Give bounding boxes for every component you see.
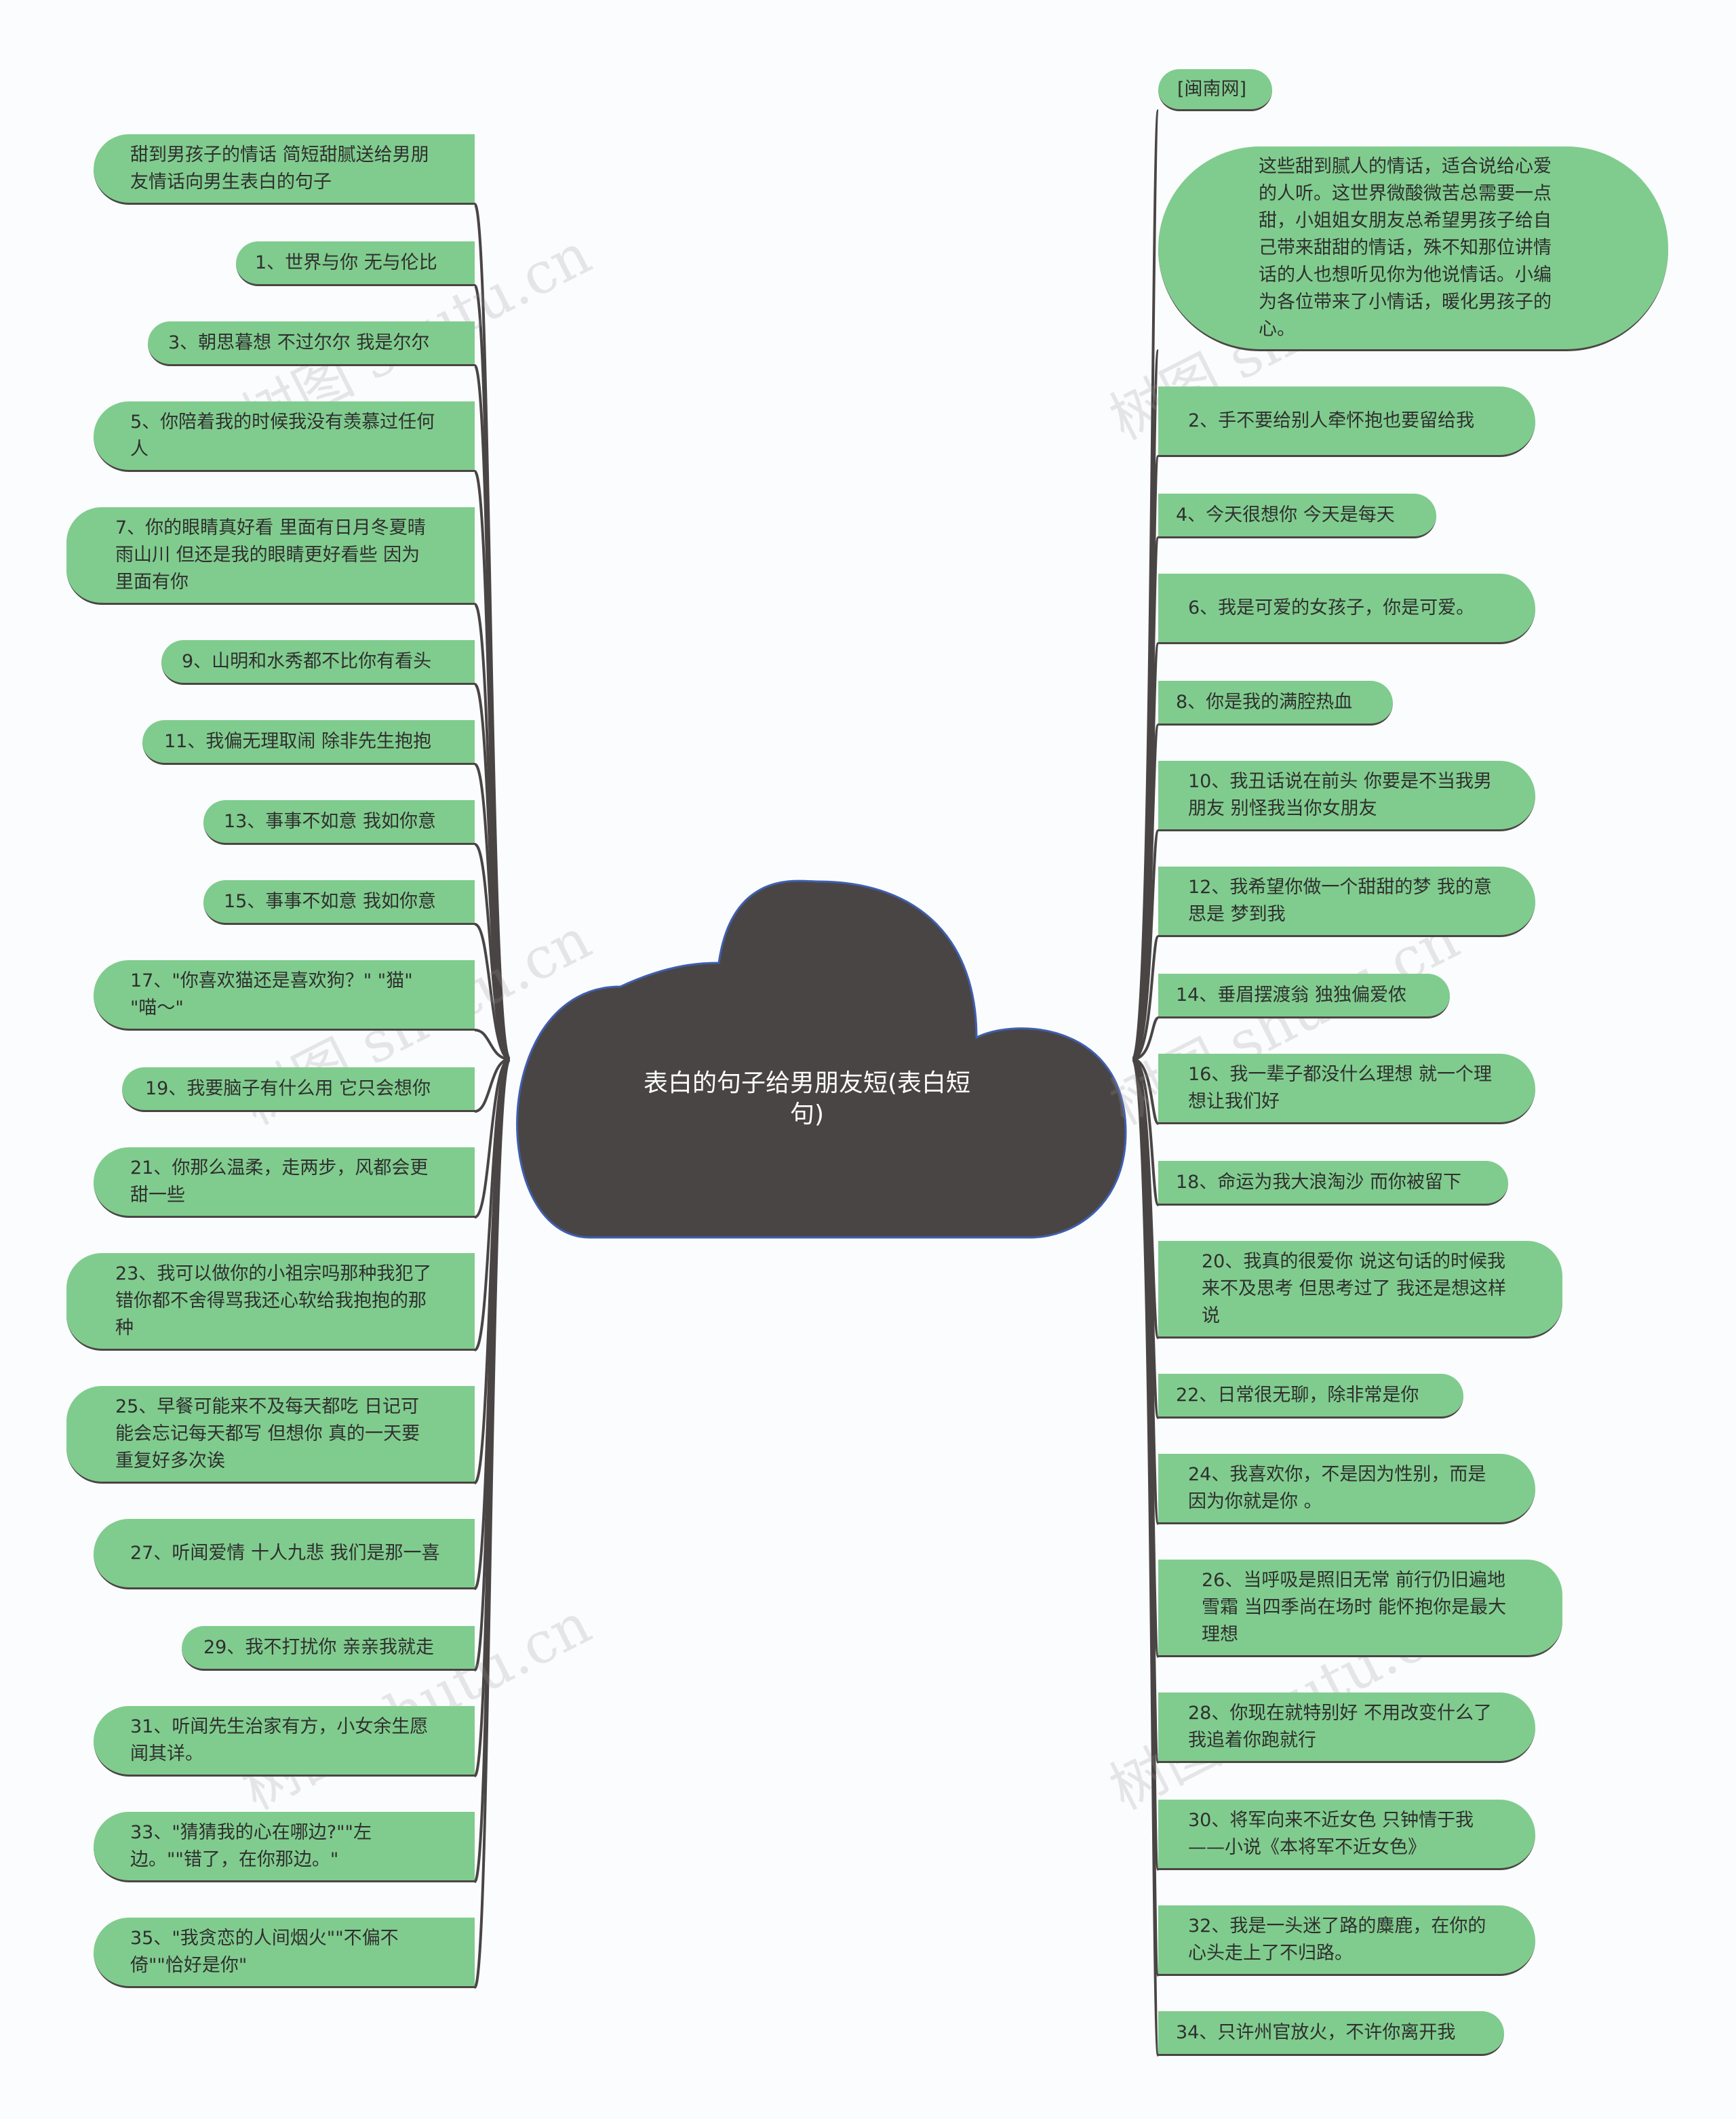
- node-text: 18、命运为我大浪淘沙 而你被留下: [1176, 1171, 1461, 1193]
- node-text: 甜到男孩子的情话 简短甜腻送给男朋友情话向男生表白的句子: [130, 144, 429, 193]
- node-text: 32、我是一头迷了路的麋鹿，在你的心头走上了不归路。: [1188, 1915, 1486, 1964]
- node-text: 23、我可以做你的小祖宗吗那种我犯了错你都不舍得骂我还心软给我抱抱的那种: [115, 1263, 432, 1339]
- node-text: [闽南网]: [1177, 78, 1247, 100]
- center-cloud: [516, 879, 1127, 1239]
- node-text: 21、你那么温柔，走两步，风都会更甜一些: [130, 1157, 429, 1206]
- connector-line: [1132, 935, 1160, 1061]
- node-text: 7、你的眼睛真好看 里面有日月冬夏晴雨山川 但还是我的眼睛更好看些 因为里面有你: [115, 517, 426, 593]
- left-node-1[interactable]: 1、世界与你 无与伦比: [236, 241, 475, 286]
- right-node-8[interactable]: 8、你是我的满腔热血: [1158, 681, 1393, 726]
- node-text: 17、"你喜欢猫还是喜欢狗？" "猫" "喵～": [130, 970, 419, 1018]
- node-text: 20、我真的很爱你 说这句话的时候我来不及思考 但思考过了 我还是想这样说: [1202, 1250, 1507, 1326]
- left-node-23[interactable]: 23、我可以做你的小祖宗吗那种我犯了错你都不舍得骂我还心软给我抱抱的那种: [66, 1253, 475, 1351]
- left-node-intro[interactable]: 甜到男孩子的情话 简短甜腻送给男朋友情话向男生表白的句子: [94, 134, 475, 205]
- right-node-source[interactable]: [闽南网]: [1158, 69, 1272, 111]
- right-node-intro[interactable]: 这些甜到腻人的情话，适合说给心爱的人听。这世界微酸微苦总需要一点甜，小姐姐女朋友…: [1158, 146, 1668, 351]
- right-node-4[interactable]: 4、今天很想你 今天是每天: [1158, 494, 1436, 538]
- left-node-31[interactable]: 31、听闻先生治家有方，小女余生愿闻其详。: [94, 1706, 475, 1777]
- left-node-3[interactable]: 3、朝思暮想 不过尔尔 我是尔尔: [148, 321, 475, 366]
- connector-line: [1132, 1058, 1160, 1206]
- node-text: 3、朝思暮想 不过尔尔 我是尔尔: [168, 332, 430, 353]
- left-node-35[interactable]: 35、"我贪恋的人间烟火""不偏不倚""恰好是你": [94, 1918, 475, 1988]
- connector-line: [1132, 1016, 1159, 1061]
- node-text: 9、山明和水秀都不比你有看头: [182, 650, 432, 672]
- right-node-10[interactable]: 10、我丑话说在前头 你要是不当我男朋友 别怪我当你女朋友: [1158, 761, 1535, 831]
- node-text: 14、垂眉摆渡翁 独独偏爱侬: [1176, 984, 1406, 1006]
- node-text: 8、你是我的满腔热血: [1176, 691, 1353, 713]
- connector-line: [1131, 724, 1160, 1061]
- left-node-21[interactable]: 21、你那么温柔，走两步，风都会更甜一些: [94, 1147, 475, 1218]
- node-text: 11、我偏无理取闹 除非先生抱抱: [164, 730, 431, 752]
- node-text: 25、早餐可能来不及每天都吃 日记可能会忘记每天都写 但想你 真的一天要重复好多…: [115, 1395, 420, 1471]
- node-text: 5、你陪着我的时候我没有羡慕过任何人: [130, 411, 435, 460]
- left-node-25[interactable]: 25、早餐可能来不及每天都吃 日记可能会忘记每天都写 但想你 真的一天要重复好多…: [66, 1386, 475, 1484]
- node-text: 1、世界与你 无与伦比: [255, 252, 437, 273]
- right-node-14[interactable]: 14、垂眉摆渡翁 独独偏爱侬: [1158, 974, 1450, 1018]
- left-node-33[interactable]: 33、"猜猜我的心在哪边?""左边。""错了，在你那边。": [94, 1812, 475, 1882]
- right-node-16[interactable]: 16、我一辈子都没什么理想 就一个理想让我们好: [1158, 1054, 1535, 1124]
- left-node-27[interactable]: 27、听闻爱情 十人九悲 我们是那一喜: [94, 1519, 475, 1589]
- left-node-9[interactable]: 9、山明和水秀都不比你有看头: [161, 640, 475, 685]
- right-node-22[interactable]: 22、日常很无聊，除非常是你: [1158, 1374, 1463, 1419]
- node-text: 31、听闻先生治家有方，小女余生愿闻其详。: [130, 1716, 429, 1764]
- node-text: 35、"我贪恋的人间烟火""不偏不倚""恰好是你": [130, 1927, 399, 1976]
- right-node-34[interactable]: 34、只许州官放火，不许你离开我: [1158, 2011, 1504, 2056]
- node-text: 6、我是可爱的女孩子，你是可爱。: [1188, 597, 1475, 618]
- left-node-5[interactable]: 5、你陪着我的时候我没有羡慕过任何人: [94, 401, 475, 472]
- left-node-29[interactable]: 29、我不打扰你 亲亲我就走: [182, 1626, 475, 1671]
- node-text: 15、事事不如意 我如你意: [224, 890, 436, 912]
- node-text: 2、手不要给别人牵怀抱也要留给我: [1188, 410, 1475, 431]
- left-node-11[interactable]: 11、我偏无理取闹 除非先生抱抱: [142, 720, 475, 765]
- connector-line: [474, 1058, 511, 1113]
- node-text: 这些甜到腻人的情话，适合说给心爱的人听。这世界微酸微苦总需要一点甜，小姐姐女朋友…: [1259, 155, 1552, 340]
- connector-line: [474, 1058, 511, 1219]
- right-node-18[interactable]: 18、命运为我大浪淘沙 而你被留下: [1158, 1161, 1508, 1206]
- node-text: 28、你现在就特别好 不用改变什么了 我追着你跑就行: [1188, 1702, 1498, 1751]
- node-text: 30、将军向来不近女色 只钟情于我——小说《本将军不近女色》: [1188, 1809, 1474, 1858]
- node-text: 13、事事不如意 我如你意: [224, 810, 436, 832]
- right-node-6[interactable]: 6、我是可爱的女孩子，你是可爱。: [1158, 574, 1535, 644]
- node-text: 29、我不打扰你 亲亲我就走: [203, 1636, 434, 1658]
- right-node-26[interactable]: 26、当呼吸是照旧无常 前行仍旧遍地雪霜 当四季尚在场时 能怀抱你是最大理想: [1158, 1560, 1562, 1657]
- node-text: 33、"猜猜我的心在哪边?""左边。""错了，在你那边。": [130, 1821, 372, 1870]
- connector-line: [473, 1058, 511, 1989]
- right-node-20[interactable]: 20、我真的很爱你 说这句话的时候我来不及思考 但思考过了 我还是想这样说: [1158, 1241, 1562, 1339]
- connector-line: [474, 923, 511, 1061]
- right-node-30[interactable]: 30、将军向来不近女色 只钟情于我——小说《本将军不近女色》: [1158, 1800, 1535, 1870]
- right-node-2[interactable]: 2、手不要给别人牵怀抱也要留给我: [1158, 387, 1535, 457]
- node-text: 27、听闻爱情 十人九悲 我们是那一喜: [130, 1542, 440, 1564]
- node-text: 16、我一辈子都没什么理想 就一个理想让我们好: [1188, 1063, 1492, 1112]
- node-text: 12、我希望你做一个甜甜的梦 我的意思是 梦到我: [1188, 876, 1492, 925]
- connector-line: [1132, 829, 1160, 1061]
- connector-line: [473, 843, 511, 1061]
- left-node-17[interactable]: 17、"你喜欢猫还是喜欢狗？" "猫" "喵～": [94, 960, 475, 1031]
- left-node-19[interactable]: 19、我要脑子有什么用 它只会想你: [122, 1067, 475, 1112]
- node-text: 22、日常很无聊，除非常是你: [1176, 1384, 1419, 1406]
- right-node-28[interactable]: 28、你现在就特别好 不用改变什么了 我追着你跑就行: [1158, 1692, 1535, 1763]
- node-text: 24、我喜欢你，不是因为性别，而是因为你就是你 。: [1188, 1463, 1486, 1512]
- right-node-12[interactable]: 12、我希望你做一个甜甜的梦 我的意思是 梦到我: [1158, 867, 1535, 937]
- connector-line: [474, 1029, 511, 1061]
- right-node-24[interactable]: 24、我喜欢你，不是因为性别，而是因为你就是你 。: [1158, 1454, 1535, 1524]
- left-node-7[interactable]: 7、你的眼睛真好看 里面有日月冬夏晴雨山川 但还是我的眼睛更好看些 因为里面有你: [66, 507, 475, 605]
- connector-line: [1131, 1058, 1160, 2057]
- left-node-13[interactable]: 13、事事不如意 我如你意: [203, 800, 475, 845]
- node-text: 26、当呼吸是照旧无常 前行仍旧遍地雪霜 当四季尚在场时 能怀抱你是最大理想: [1202, 1569, 1507, 1645]
- right-node-32[interactable]: 32、我是一头迷了路的麋鹿，在你的心头走上了不归路。: [1158, 1905, 1535, 1976]
- left-node-15[interactable]: 15、事事不如意 我如你意: [203, 880, 475, 925]
- node-text: 19、我要脑子有什么用 它只会想你: [145, 1077, 431, 1099]
- node-text: 34、只许州官放火，不许你离开我: [1176, 2021, 1456, 2043]
- node-text: 10、我丑话说在前头 你要是不当我男朋友 别怪我当你女朋友: [1188, 770, 1492, 819]
- node-text: 4、今天很想你 今天是每天: [1176, 504, 1395, 526]
- connector-line: [1132, 1058, 1160, 1125]
- center-title[interactable]: 表白的句子给男朋友短(表白短句): [643, 1069, 971, 1128]
